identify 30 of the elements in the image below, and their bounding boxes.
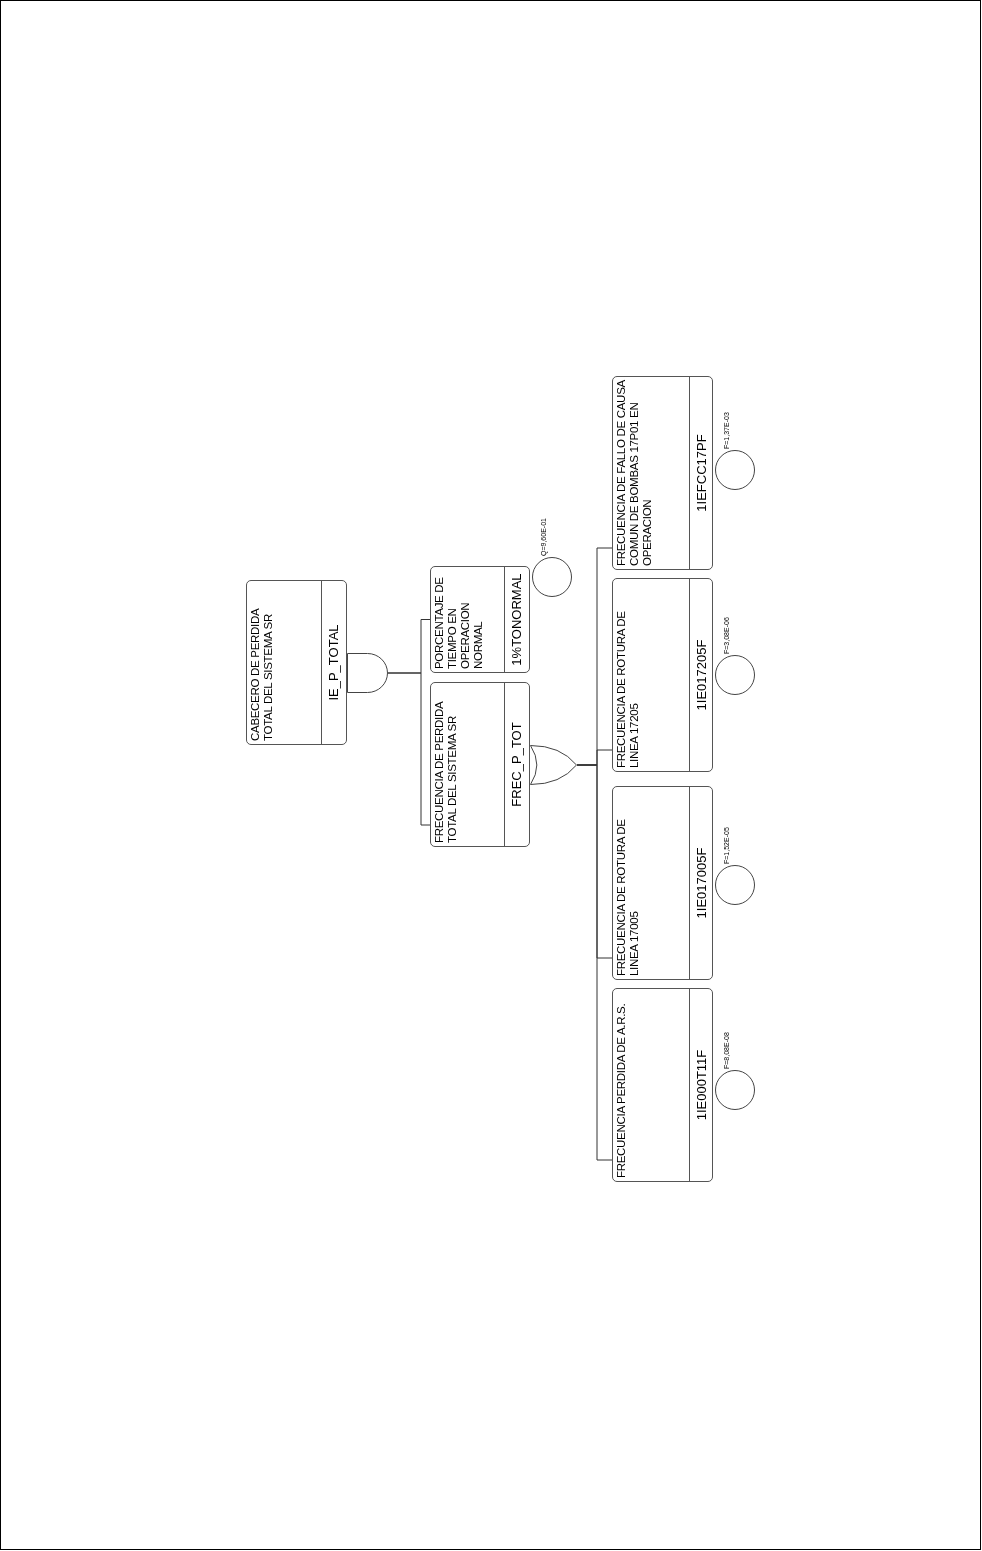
event-box [246,580,347,745]
event-id: 1IE017205F [695,638,709,713]
basic-event-circle [715,865,755,905]
event-description: FRECUENCIA DE ROTURA DE LINEA 17205 [615,610,641,768]
event-description: PORCENTAJE DE TIEMPO EN OPERACION NORMAL [433,576,485,669]
event-description: FRECUENCIA PERDIDA DE A.R.S. [615,1002,628,1178]
event-box [430,566,530,673]
event-box [612,376,713,570]
event-description: FRECUENCIA DE FALLO DE CAUSA COMUN DE BOMBAS 17P01 EN OPERACION [615,379,654,566]
basic-event-circle [715,655,755,695]
event-box [612,578,713,772]
basic-event-circle [532,557,572,597]
event-box [430,682,530,847]
event-id: 1IE017005F [695,846,709,921]
event-id: FREC_P_TOT [510,721,524,809]
event-description: FRECUENCIA DE ROTURA DE LINEA 17005 [615,818,641,976]
event-description: CABECERO DE PERDIDA TOTAL DEL SISTEMA SR [249,607,275,741]
connector-line [387,619,431,674]
event-id: 1IE000T11F [695,1048,709,1123]
or-gate [530,745,577,785]
event-box [612,988,713,1182]
event-id: 1%TONORMAL [510,572,524,668]
event-box [612,786,713,980]
and-gate [347,653,388,693]
event-description: FRECUENCIA DE PERDIDA TOTAL DEL SISTEMA SR [433,700,459,843]
basic-event-circle [715,450,755,490]
connector-line [576,547,613,766]
event-id: IE_P_TOTAL [327,623,341,703]
basic-event-circle [715,1070,755,1110]
event-id: 1IEFCC17PF [695,433,709,514]
